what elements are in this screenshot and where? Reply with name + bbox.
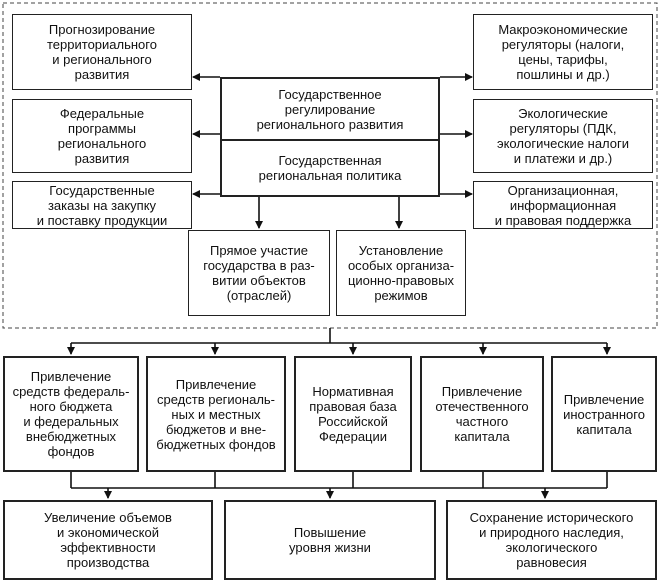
right-box-org-support: Организационная, информационная и правов… [473, 181, 653, 229]
right-box-macro-regulators: Макроэкономические регуляторы (налоги, ц… [473, 14, 653, 90]
source-box-domestic-capital: Привлечение отечественного частного капи… [420, 356, 544, 472]
source-box-foreign-capital: Привлечение иностранного капитала [551, 356, 657, 472]
outcome-box-heritage-ecology: Сохранение исторического и природного на… [446, 500, 657, 580]
left-box-federal-programs: Федеральные программы регионального разв… [12, 99, 192, 173]
center-bottom-box: Государственная региональная политика [220, 139, 440, 197]
center-bottom-text: Государственная региональная политика [258, 153, 402, 183]
center-top-box: Государственное регулирование региональн… [220, 77, 440, 141]
middle-box-direct-participation: Прямое участие государства в раз- витии … [188, 230, 330, 316]
outcome-box-living-standards: Повышение уровня жизни [224, 500, 436, 580]
center-top-text: Государственное регулирование региональн… [256, 86, 404, 132]
left-box-forecasting: Прогнозирование территориального и регио… [12, 14, 192, 90]
left-box-state-orders: Государственные заказы на закупку и пост… [12, 181, 192, 229]
source-box-regional-budgets: Привлечение средств региональ- ных и мес… [146, 356, 286, 472]
outcome-box-production: Увеличение объемов и экономической эффек… [3, 500, 213, 580]
source-box-federal-budget: Привлечение средств федераль- ного бюдже… [3, 356, 139, 472]
source-box-legal-base: Нормативная правовая база Российской Фед… [294, 356, 412, 472]
right-box-eco-regulators: Экологические регуляторы (ПДК, экологиче… [473, 99, 653, 173]
middle-box-special-regimes: Установление особых организа- ционно-пра… [336, 230, 466, 316]
